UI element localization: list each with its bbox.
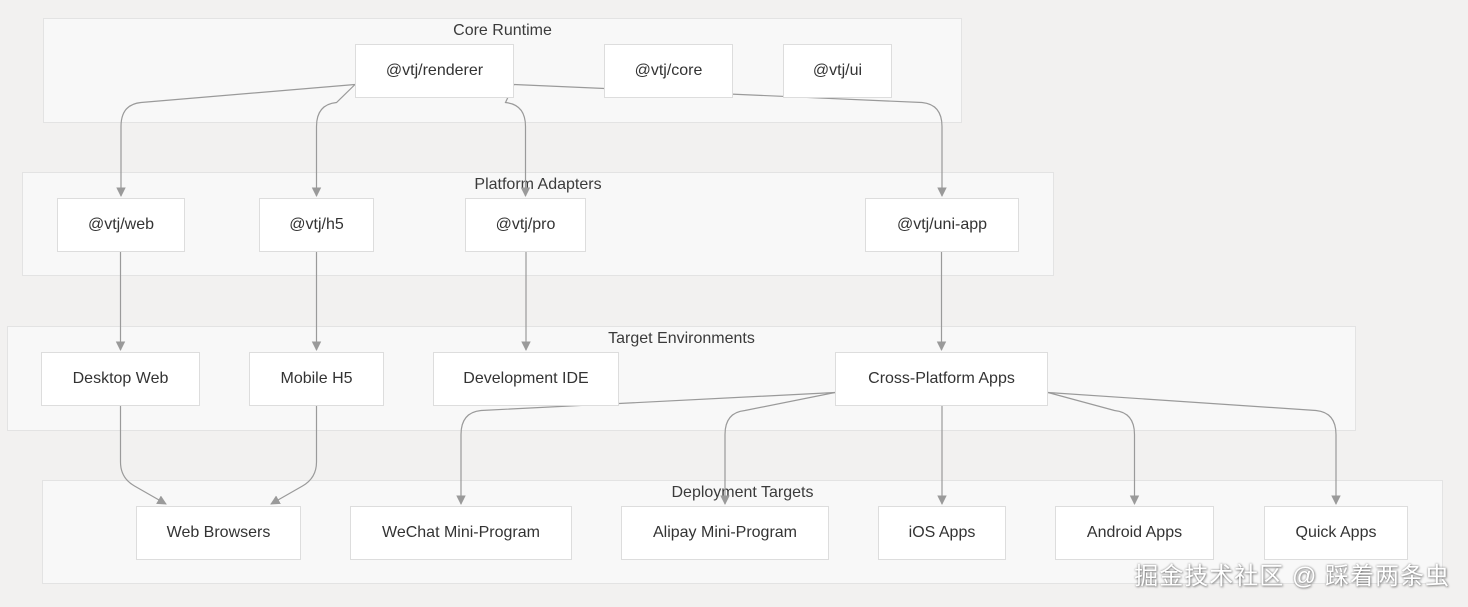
node-android-apps[interactable]: Android Apps — [1055, 506, 1214, 560]
node-vtj-h5[interactable]: @vtj/h5 — [259, 198, 374, 252]
edge-cross_platform-to-wechat — [456, 391, 836, 505]
node-vtj-pro[interactable]: @vtj/pro — [465, 198, 586, 252]
node-vtj-renderer[interactable]: @vtj/renderer — [355, 44, 514, 98]
node-wechat-mini-program[interactable]: WeChat Mini-Program — [350, 506, 572, 560]
node-cross-platform-apps[interactable]: Cross-Platform Apps — [835, 352, 1048, 406]
node-mobile-h5[interactable]: Mobile H5 — [249, 352, 384, 406]
edge-renderer-to-h5 — [311, 84, 356, 197]
edge-desktop_web-to-web_browsers — [119, 406, 167, 505]
group-title-deployment-targets: Deployment Targets — [671, 484, 814, 501]
node-vtj-ui[interactable]: @vtj/ui — [783, 44, 892, 98]
edge-renderer-to-pro — [504, 84, 531, 197]
watermark-text: 掘金技术社区 @ 踩着两条虫 — [1134, 563, 1450, 590]
node-development-ide[interactable]: Development IDE — [433, 352, 619, 406]
node-desktop-web[interactable]: Desktop Web — [41, 352, 200, 406]
node-vtj-web[interactable]: @vtj/web — [57, 198, 185, 252]
node-web-browsers[interactable]: Web Browsers — [136, 506, 301, 560]
group-title-target-environments: Target Environments — [608, 330, 755, 347]
edge-cross_platform-to-android — [1047, 391, 1140, 505]
group-title-core-runtime: Core Runtime — [453, 22, 552, 39]
node-alipay-mini-program[interactable]: Alipay Mini-Program — [621, 506, 829, 560]
group-title-platform-adapters: Platform Adapters — [474, 176, 602, 193]
edge-renderer-to-web — [116, 83, 356, 197]
edge-mobile_h5-to-web_browsers — [270, 406, 318, 505]
edge-renderer-to-uniapp — [513, 83, 947, 197]
node-quick-apps[interactable]: Quick Apps — [1264, 506, 1408, 560]
node-vtj-core[interactable]: @vtj/core — [604, 44, 733, 98]
group-target-environments: Target Environments — [7, 326, 1356, 431]
edge-cross_platform-to-alipay — [720, 391, 836, 505]
edge-cross_platform-to-quick — [1047, 391, 1341, 505]
node-ios-apps[interactable]: iOS Apps — [878, 506, 1006, 560]
node-vtj-uni-app[interactable]: @vtj/uni-app — [865, 198, 1019, 252]
